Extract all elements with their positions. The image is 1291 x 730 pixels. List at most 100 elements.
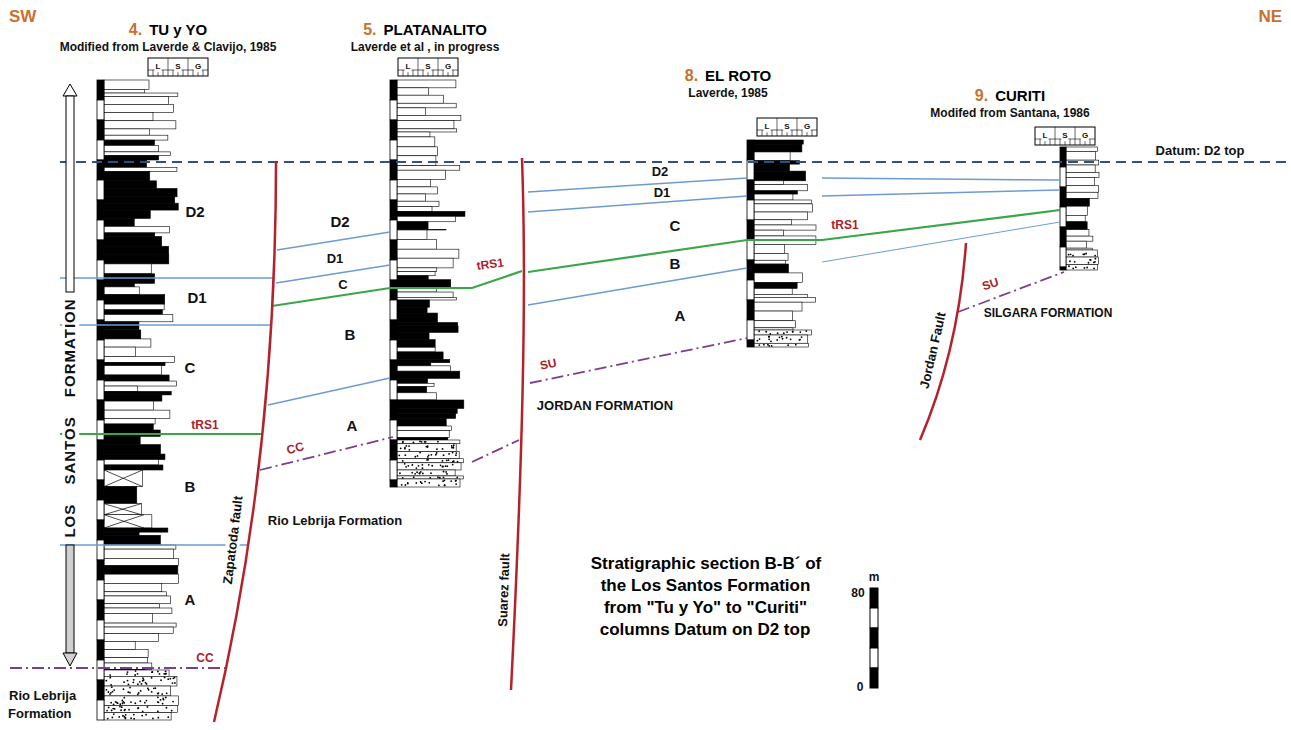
rock-bed [397,132,430,137]
rock-bed [754,212,808,220]
conglomerate-dot [167,716,169,718]
column-heading: Laverde, 1985 [687,83,768,101]
label-anchor: L [405,55,412,73]
conglomerate-dot [119,706,121,708]
conglomerate-dot [421,464,423,466]
conglomerate-dot [419,441,421,443]
rock-bed [397,103,456,108]
rock-bed [397,387,427,393]
covered-interval [104,470,143,487]
conglomerate-dot [142,677,144,679]
scale-label: m [868,571,881,584]
conglomerate-dot [402,477,404,479]
column-scale-bar [390,200,397,220]
conglomerate-dot [457,461,459,463]
conglomerate-dot [159,673,161,675]
conglomerate-dot [1093,268,1095,270]
rock-bed [397,121,454,129]
conglomerate-dot [422,473,424,475]
conglomerate-dot [401,484,403,486]
rock-bed [397,95,443,103]
surface-label: CC [195,652,214,665]
orientation-label: SW [8,8,37,27]
covered-interval [104,504,141,515]
rock-bed [397,207,432,212]
lithology-scale-box [148,58,208,76]
conglomerate-dot [115,701,117,703]
scale-segment [870,588,878,608]
lithology-scale-letter: G [194,63,202,72]
trs1-line [60,433,263,435]
orientation-label: NE [1257,8,1283,27]
rock-bed [104,487,137,504]
rock-bed [104,167,177,171]
conglomerate-dot [419,452,421,454]
surface-label: tRS1 [830,219,859,232]
conglomerate-dot [799,339,801,341]
column-scale-bar [747,140,754,160]
rock-bed [397,194,425,201]
rock-bed [104,121,176,129]
lithology-scale-letter: G [1081,132,1089,141]
rock-bed [397,413,456,418]
conglomerate-dot [1068,265,1070,267]
column-scale-bar [747,300,754,320]
rock-bed [754,200,811,204]
column-scale-bar [97,700,104,720]
label-anchor: Suarez fault [493,552,513,628]
conglomerate-dot [442,466,444,468]
rock-bed [397,359,450,362]
label-anchor: SU [537,352,559,373]
unit-label: D1 [653,186,672,200]
correlation-line [528,178,747,192]
conglomerate-dot [157,701,159,703]
lithology-column [1060,147,1099,270]
conglomerate-dot [430,454,432,456]
conglomerate-dot [134,702,136,704]
column-scale-bar [747,260,754,280]
label-anchor: G [444,55,452,73]
scale-box-ticks [148,58,208,76]
conglomerate-dot [111,716,113,718]
label-anchor: Rio Lebrija Formation [8,686,100,721]
conglomerate-dot [147,706,149,708]
conglomerate-dot [107,718,109,720]
scale-box-frame [757,118,817,136]
conglomerate-dot [1089,259,1091,261]
rock-bed [104,596,170,604]
label-anchor: D2 [651,162,670,180]
conglomerate-dot [450,480,452,482]
conglomerate-dot [452,464,454,466]
unit-label: D2 [651,165,670,179]
conglomerate-dot [151,677,153,679]
rock-bed [104,315,173,322]
conglomerate-dot [165,673,167,675]
column-scale-bar [390,400,397,420]
rock-bed [104,210,150,218]
rock-bed [1066,257,1099,264]
label-anchor: D1 [653,183,672,201]
arrow-shaft [66,545,74,653]
label-anchor: C [184,359,197,377]
rock-bed [104,623,176,627]
rock-bed [397,170,445,179]
conglomerate-dot [164,677,166,679]
rock-bed [754,328,793,330]
lithology-scale-letter: S [174,63,181,72]
conglomerate-dot [431,465,433,467]
column-scale-bar [1060,267,1066,270]
rock-bed [754,335,808,343]
rock-bed [397,166,460,171]
conglomerate-dot [407,465,409,467]
column-scale-bar [97,220,104,240]
rock-bed [104,93,178,97]
rock-bed [104,283,134,287]
column-scale-bar [97,380,104,400]
conglomerate-dot [105,680,107,682]
conglomerate-dot [123,702,125,704]
conglomerate-dot [776,339,778,341]
rock-bed [104,686,170,696]
correlation-line [528,268,747,305]
conglomerate-dot [142,680,144,682]
conglomerate-dot [424,481,426,483]
